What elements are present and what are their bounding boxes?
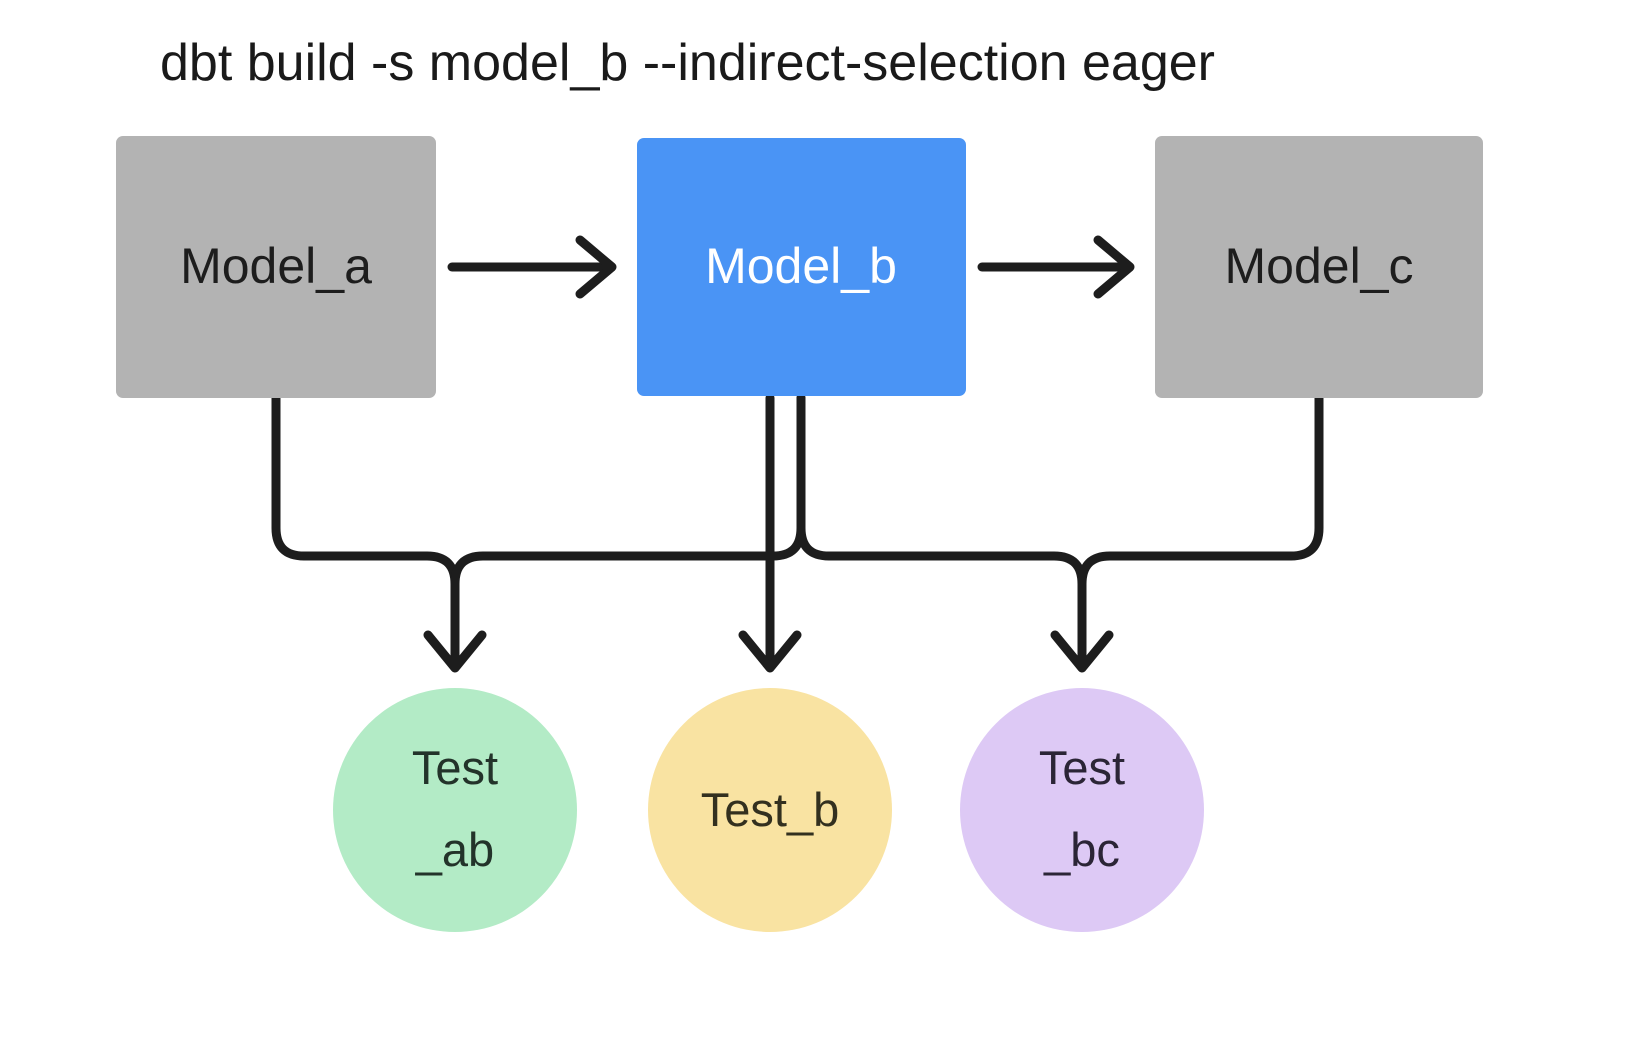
diagram-title: dbt build -s model_b --indirect-selectio… xyxy=(160,34,1215,92)
edge-model-c-to-test-bc xyxy=(1077,393,1324,667)
models-layer: Model_a Model_b Model_c xyxy=(116,136,1483,398)
node-test-bc-shape[interactable] xyxy=(960,688,1204,932)
edge-model-b-to-model-c xyxy=(977,235,1135,299)
edge-model-b-to-test-b xyxy=(738,393,802,673)
edge-model-b-to-test-bc xyxy=(796,393,1087,667)
edges-layer xyxy=(271,235,1324,673)
node-model-b-shape[interactable] xyxy=(637,138,966,396)
edge-model-a-to-test-ab xyxy=(271,393,460,667)
node-model-a-shape[interactable] xyxy=(116,136,436,398)
edge-model-a-to-model-b xyxy=(447,235,617,299)
arrowhead-icon xyxy=(1050,630,1114,673)
node-test-b-shape[interactable] xyxy=(648,688,892,932)
node-model-c-shape[interactable] xyxy=(1155,136,1483,398)
arrowhead-icon xyxy=(575,235,617,299)
node-test-ab[interactable]: Test _ab xyxy=(333,688,577,932)
arrowhead-icon xyxy=(1093,235,1135,299)
edge-model-b-to-test-ab xyxy=(450,393,806,667)
node-model-a[interactable]: Model_a xyxy=(116,136,436,398)
arrowhead-icon xyxy=(738,630,802,673)
node-model-c[interactable]: Model_c xyxy=(1155,136,1483,398)
node-test-bc[interactable]: Test _bc xyxy=(960,688,1204,932)
tests-layer: Test _ab Test_b Test _bc xyxy=(333,688,1204,932)
node-model-b[interactable]: Model_b xyxy=(637,138,966,396)
arrowhead-icon xyxy=(423,630,487,673)
node-test-b[interactable]: Test_b xyxy=(648,688,892,932)
node-test-ab-shape[interactable] xyxy=(333,688,577,932)
